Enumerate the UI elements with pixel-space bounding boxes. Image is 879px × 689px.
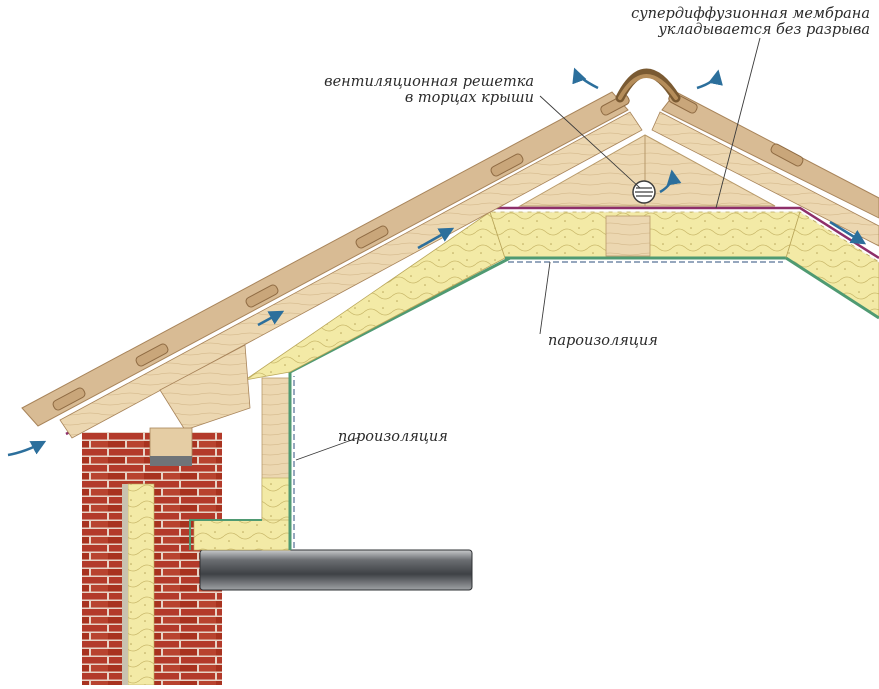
label-membrane-line1: супердиффузионная мембрана: [631, 6, 870, 22]
insulation-ceiling: [489, 211, 801, 263]
label-membrane: супердиффузионная мембрана укладывается …: [600, 6, 870, 38]
knee-wall: [189, 256, 511, 551]
label-vent-line2: в торцах крыши: [404, 90, 534, 106]
label-vent-line1: вентиляционная решетка: [324, 74, 534, 90]
brick-wall: [82, 432, 222, 686]
label-vapor-barrier-ceiling: пароизоляция: [548, 333, 658, 349]
label-ventilation-grille: вентиляционная решетка в торцах крыши: [300, 74, 534, 106]
ceiling-beam: [199, 549, 473, 591]
insulation-right-slope: [785, 211, 879, 320]
ridge-vent-icon: [615, 68, 681, 103]
rafters: [59, 111, 879, 439]
label-vapor-barrier-wall: пароизоляция: [338, 429, 448, 445]
label-membrane-line2: укладывается без разрыва: [658, 22, 870, 38]
eaves-detail: [149, 344, 251, 466]
airflow-arrow-icon: [7, 67, 867, 457]
roof-tiles-left: [21, 91, 630, 427]
leader-lines: [295, 37, 761, 461]
